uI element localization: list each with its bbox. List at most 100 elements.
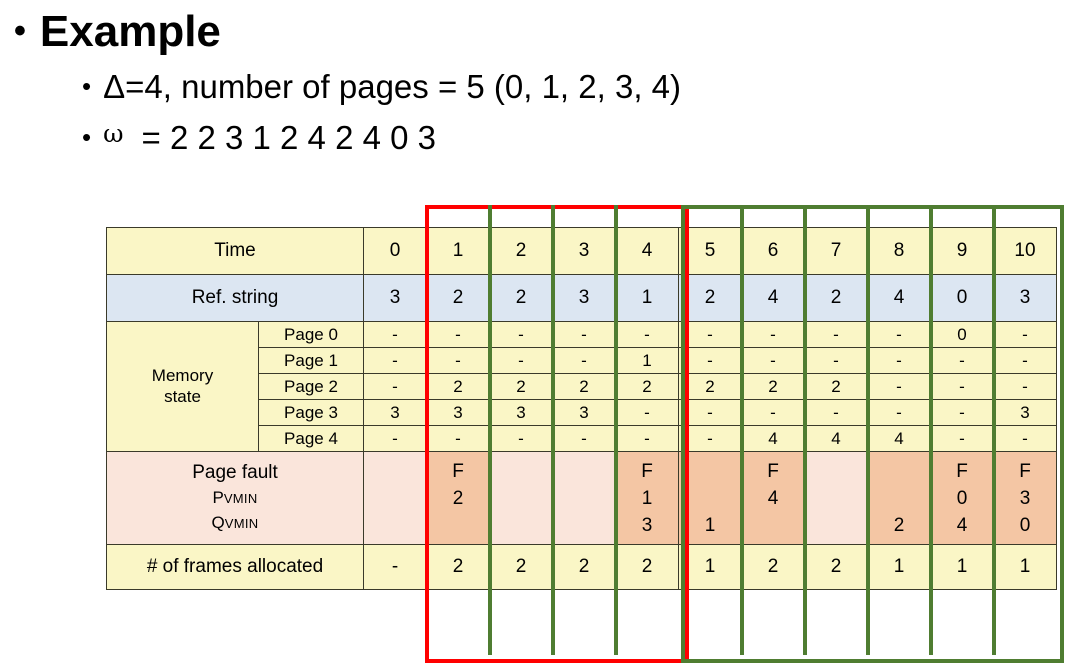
page-fault-line: 0 (956, 488, 968, 509)
frames-cell: 1 (993, 544, 1057, 590)
mem-cell: 4 (867, 425, 931, 452)
frames-cell: 1 (930, 544, 994, 590)
bullet-list: • Example • Δ=4, number of pages = 5 (0,… (0, 0, 1085, 155)
page-fault-cell (552, 451, 616, 545)
mem-cell: 1 (615, 347, 679, 374)
row-label-frames-allocated: # of frames allocated (106, 544, 364, 590)
page-fault-line: 1 (641, 488, 653, 509)
page-fault-line: F (452, 461, 464, 482)
page-fault-line (490, 512, 552, 539)
page-fault-line: F (1019, 461, 1031, 482)
row-label-page-2: Page 2 (258, 373, 364, 400)
row-label-time: Time (106, 227, 364, 275)
page-fault-lines: 1 (679, 452, 741, 544)
mem-cell: - (426, 321, 490, 348)
mem-cell: - (489, 347, 553, 374)
mem-cell: - (993, 321, 1057, 348)
mem-cell: - (552, 321, 616, 348)
mem-cell: - (993, 347, 1057, 374)
mem-cell: 2 (552, 373, 616, 400)
mem-cell: 3 (426, 399, 490, 426)
frames-cell: 1 (867, 544, 931, 590)
bullet-level1-text: Example (39, 7, 221, 56)
bullet-level2-omega: • ω = 2 2 3 1 2 4 2 4 0 3 (0, 118, 1085, 156)
page-fault-title: Page fault (192, 462, 278, 483)
vmin-trace-table: Time 0 1 2 3 4 5 6 7 8 9 10 Ref. string … (106, 227, 1057, 590)
time-cell: 6 (741, 227, 805, 275)
mem-cell: - (363, 347, 427, 374)
time-cell: 4 (615, 227, 679, 275)
mem-cell: - (552, 347, 616, 374)
mem-cell: - (489, 321, 553, 348)
pvmin-label: PVMIN (212, 488, 258, 507)
page-fault-lines (805, 452, 867, 544)
mem-cell: 2 (615, 373, 679, 400)
bullet-dot-icon: • (82, 71, 92, 101)
mem-cell: - (678, 399, 742, 426)
frames-cell: 2 (741, 544, 805, 590)
page-fault-cell: 1 (678, 451, 742, 545)
mem-cell: - (678, 425, 742, 452)
mem-cell: - (678, 321, 742, 348)
memory-state-line1: Memory (151, 366, 214, 386)
omega-sequence-text: = 2 2 3 1 2 4 2 4 0 3 (141, 118, 437, 156)
page-fault-line (364, 485, 426, 512)
mem-cell: - (678, 347, 742, 374)
mem-cell: 4 (741, 425, 805, 452)
mem-cell: - (993, 373, 1057, 400)
mem-cell: 0 (930, 321, 994, 348)
ref-cell: 0 (930, 274, 994, 322)
frames-cell: 2 (615, 544, 679, 590)
mem-cell: - (993, 425, 1057, 452)
page-fault-line: F (956, 461, 968, 482)
mem-cell: - (804, 399, 868, 426)
bullet-level2-text: Δ=4, number of pages = 5 (0, 1, 2, 3, 4) (103, 68, 681, 105)
mem-cell: - (363, 425, 427, 452)
mem-cell: 2 (804, 373, 868, 400)
bullet-dot-icon: • (82, 121, 92, 152)
page-fault-lines (553, 452, 615, 544)
mem-cell: - (426, 425, 490, 452)
ref-cell: 2 (678, 274, 742, 322)
page-fault-line (679, 485, 741, 512)
ref-cell: 2 (804, 274, 868, 322)
mem-cell: - (804, 347, 868, 374)
page-fault-line (490, 458, 552, 485)
page-fault-cell (489, 451, 553, 545)
mem-cell: - (552, 425, 616, 452)
table-row-ref-string: Ref. string 3 2 2 3 1 2 4 2 4 0 3 (106, 274, 1057, 322)
time-cell: 5 (678, 227, 742, 275)
mem-cell: - (615, 321, 679, 348)
mem-cell: 3 (993, 399, 1057, 426)
page-fault-line (490, 485, 552, 512)
mem-cell: 2 (741, 373, 805, 400)
mem-cell: 3 (552, 399, 616, 426)
frames-cell: 2 (489, 544, 553, 590)
time-cell: 9 (930, 227, 994, 275)
page-fault-lines: 2 (868, 452, 930, 544)
page-fault-line (742, 512, 804, 539)
frames-cell: 2 (552, 544, 616, 590)
mem-cell: - (615, 425, 679, 452)
page-fault-line (679, 458, 741, 485)
table-row-page-1: Page 1 - - - - 1 - - - - - - (107, 347, 1057, 374)
page-fault-lines (490, 452, 552, 544)
mem-cell: 3 (363, 399, 427, 426)
page-fault-line (427, 512, 489, 539)
ref-cell: 2 (426, 274, 490, 322)
row-label-page-4: Page 4 (258, 425, 364, 452)
page-fault-line (364, 458, 426, 485)
page-fault-line (364, 512, 426, 539)
mem-cell: - (363, 321, 427, 348)
page-fault-line (805, 485, 867, 512)
table-row-page-2: Page 2 - 2 2 2 2 2 2 2 - - - (107, 373, 1057, 400)
time-cell: 10 (993, 227, 1057, 275)
page-fault-line (553, 485, 615, 512)
ref-cell: 3 (552, 274, 616, 322)
mem-cell: - (930, 399, 994, 426)
page-fault-line: 2 (893, 515, 905, 536)
qvmin-label: QVMIN (211, 513, 259, 532)
page-fault-line (553, 512, 615, 539)
